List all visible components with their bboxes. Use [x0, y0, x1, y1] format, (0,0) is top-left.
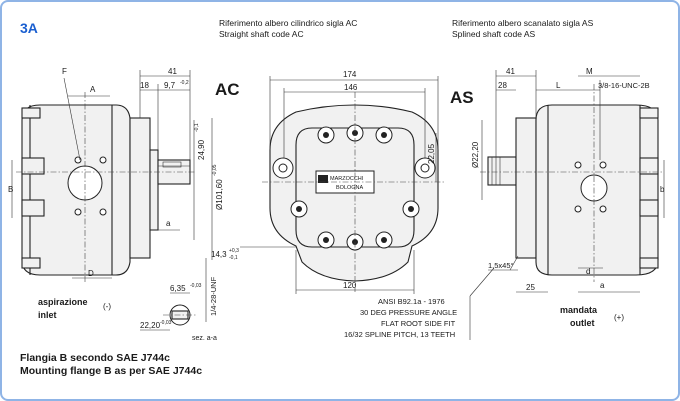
splined-caption-it: Riferimento albero scanalato sigla AS	[452, 18, 594, 28]
dim-14-3-tol-up: +0,3	[229, 248, 239, 254]
outlet-sign: (+)	[614, 313, 624, 322]
inlet-label-it: aspirazione	[38, 297, 88, 307]
key-detail: 6,35 -0,03 22,20 -0,03 1/4-28-UNF sez. a…	[140, 258, 218, 342]
right-thread: 3/8-16-UNC-2B	[598, 81, 650, 90]
dim-a-bottom: a	[166, 219, 171, 228]
outlet-label-en: outlet	[570, 318, 595, 328]
straight-caption-it: Riferimento albero cilindrico sigla AC	[219, 18, 357, 28]
dim-28: 28	[498, 81, 507, 90]
dim-d-right: d	[586, 267, 590, 276]
right-side-view: 41 28 L M 3/8-16-UNC-2B Ø22,20 b d a 1,5…	[471, 67, 665, 293]
spline-spec-line4: 16/32 SPLINE PITCH, 13 TEETH	[344, 330, 455, 339]
dim-m: M	[586, 67, 593, 76]
left-side-view: F A 41 18 9,7 -0,2 24,90 -0,1 Ø101,60 -0…	[8, 67, 224, 282]
dim-9-7-tol: -0,2	[180, 80, 189, 86]
dim-chamfer: 1,5x45°	[488, 261, 514, 270]
dim-25: 25	[526, 283, 535, 292]
key-section-label: sez. a-a	[192, 335, 217, 342]
code-ac: AC	[215, 80, 240, 99]
dim-22-05: 22,05	[427, 143, 436, 164]
dim-146: 146	[344, 83, 358, 92]
nameplate-city: BOLOGNA	[336, 185, 364, 191]
spline-spec: ANSI B92.1a - 1976 30 DEG PRESSURE ANGLE…	[344, 267, 495, 340]
flange-caption-it: Flangia B secondo SAE J744c	[20, 352, 170, 364]
splined-caption-en: Splined shaft code AS	[452, 29, 536, 39]
code-as: AS	[450, 88, 474, 107]
spline-spec-line1: ANSI B92.1a - 1976	[378, 297, 445, 306]
center-front-view: MARZOCCHI BOLOGNA 174 146 22,05 120 14,3…	[211, 70, 446, 294]
dim-d: D	[88, 269, 94, 278]
dim-14-3: 14,3	[211, 250, 227, 259]
nameplate-brand: MARZOCCHI	[330, 176, 364, 182]
spline-spec-line3: FLAT ROOT SIDE FIT	[381, 319, 456, 328]
spline-spec-line2: 30 DEG PRESSURE ANGLE	[360, 308, 457, 317]
dim-101-6: Ø101,60	[215, 179, 224, 210]
dim-a-right: a	[600, 281, 605, 290]
dim-l: L	[556, 81, 561, 90]
dim-41-right: 41	[506, 67, 515, 76]
dim-b-left: B	[8, 185, 13, 194]
inlet-label-en: inlet	[38, 310, 57, 320]
dim-41-left: 41	[168, 67, 177, 76]
dim-b-right: b	[660, 185, 665, 194]
dim-24-9: 24,90	[197, 139, 206, 160]
key-dim-6-35: 6,35	[170, 284, 186, 293]
straight-caption-en: Straight shaft code AC	[219, 29, 304, 39]
outlet-label-it: mandata	[560, 305, 598, 315]
key-dim-6-35-tol: -0,03	[190, 283, 202, 289]
section-id: 3A	[20, 20, 38, 36]
key-thread: 1/4-28-UNF	[209, 276, 218, 316]
flange-caption-en: Mounting flange B as per SAE J744c	[20, 365, 202, 377]
dim-174: 174	[343, 70, 357, 79]
inlet-sign: (-)	[103, 302, 111, 311]
dim-9-7: 9,7	[164, 81, 176, 90]
dim-18: 18	[140, 81, 149, 90]
dim-14-3-tol-dn: -0,1	[229, 255, 238, 261]
dim-120: 120	[343, 281, 357, 290]
dim-f: F	[62, 67, 67, 76]
key-dim-22-20-tol: -0,03	[160, 320, 172, 326]
dim-101-6-tol: -0,05	[212, 164, 218, 176]
dim-22-20-right: Ø22,20	[471, 141, 480, 168]
dim-24-9-tol: -0,1	[194, 123, 200, 132]
key-dim-22-20: 22,20	[140, 321, 161, 330]
dim-a-top: A	[90, 85, 96, 94]
